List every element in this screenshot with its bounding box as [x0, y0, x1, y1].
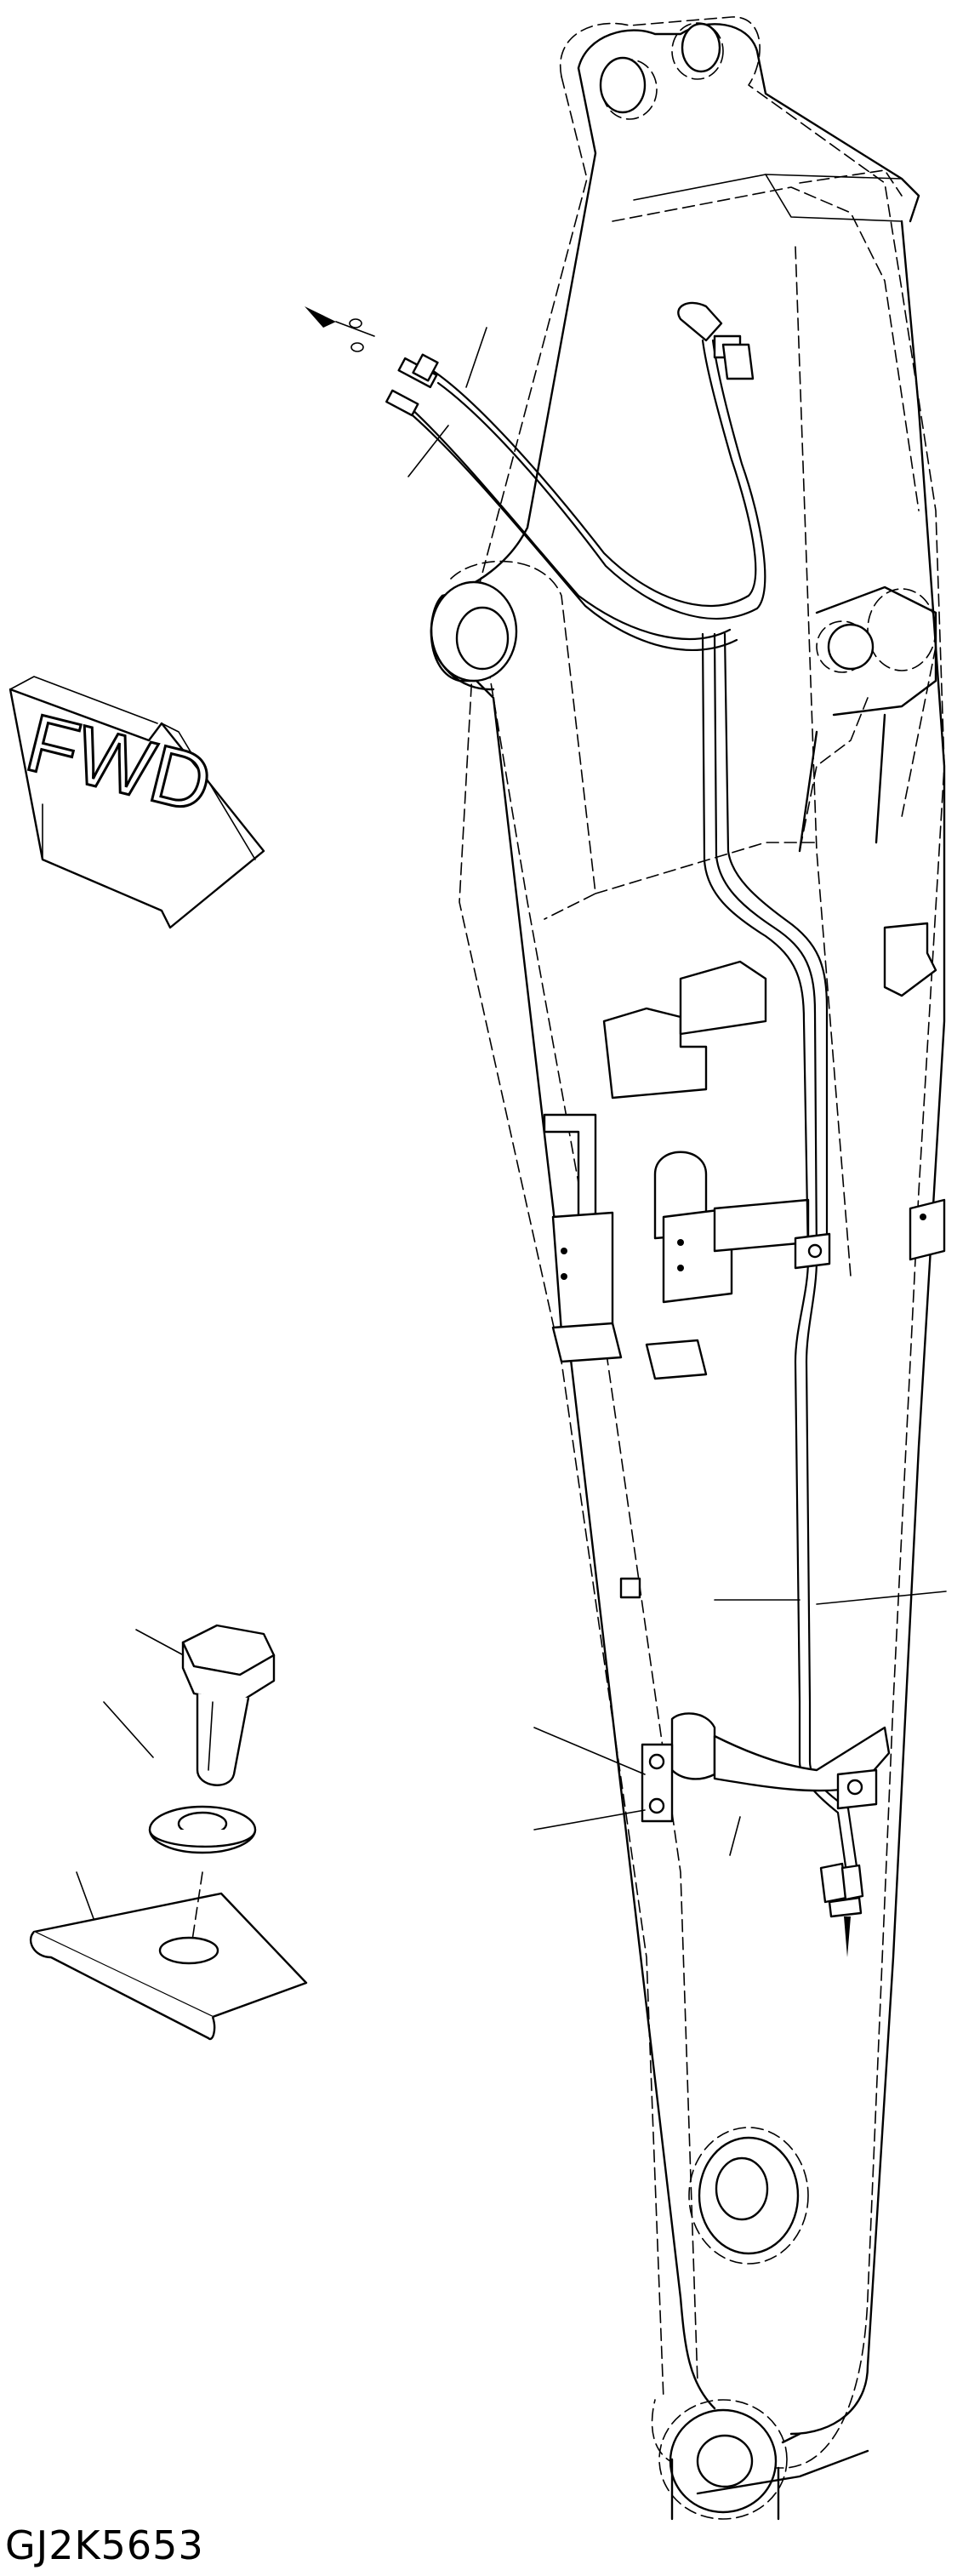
pipe-clamp-lower [641, 1712, 891, 1823]
mounting-blocks [543, 922, 946, 1599]
exploded-bolt [181, 1624, 276, 1786]
arm-body-outline [430, 22, 946, 2521]
hose-direction-arrow [305, 306, 375, 352]
upper-hoses [385, 301, 766, 651]
fwd-label: FWD [18, 697, 220, 831]
fwd-direction-arrow [9, 676, 265, 929]
pipe-clamp-upper [794, 1232, 831, 1270]
lower-pipe-fittings [819, 1862, 864, 1957]
leader-lines [76, 327, 947, 1924]
drawing-code: GJ2K5653 [5, 2522, 204, 2568]
exploded-plate [29, 1871, 308, 2041]
exploded-washer [148, 1805, 257, 1854]
